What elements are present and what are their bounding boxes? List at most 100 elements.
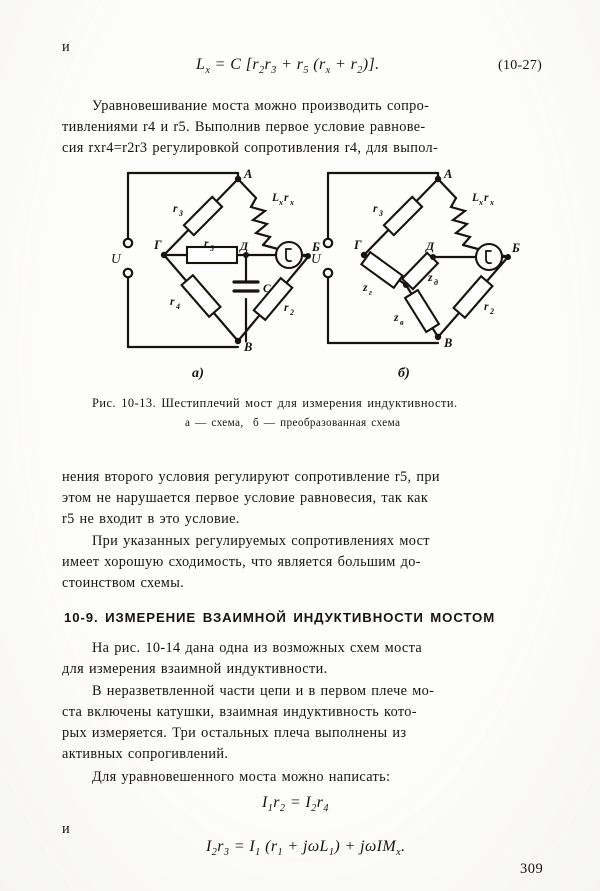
- paragraph-2-line-3: r5 не входит в это условие.: [62, 511, 240, 527]
- a-label-r4-sub: 4: [175, 302, 180, 311]
- b-branch-A-B-1: [436, 177, 458, 200]
- a-node-D: [243, 252, 249, 258]
- paragraph-2-line-2: этом не нарушается первое условие равнов…: [62, 490, 429, 506]
- a-label-node-D: Д: [239, 239, 249, 253]
- diagram-b: [322, 171, 511, 345]
- b-resistor-r3: [382, 195, 424, 237]
- a-inductor-Lx-rx: [249, 196, 272, 247]
- b-label-zD-sub: д: [434, 278, 438, 287]
- b-label-node-A: A: [443, 167, 452, 181]
- figure-label-a: а): [192, 366, 205, 381]
- b-label-zG: z: [362, 282, 368, 294]
- a-label-Lx: L: [271, 192, 279, 204]
- figure-label-b: б): [398, 366, 411, 381]
- paragraph-5-line-4: активных сопрогивлений.: [62, 746, 229, 762]
- a-terminal-bottom: [122, 267, 134, 279]
- b-label-r3-sub: 3: [378, 209, 383, 218]
- b-label-source-U: U: [311, 251, 322, 266]
- b-label-Lx-sub: x: [478, 198, 483, 207]
- a-label-r3-sub: 3: [178, 209, 183, 218]
- a-label-rx: r: [284, 192, 289, 204]
- b-label-zD: z: [427, 272, 433, 284]
- paragraph-3-line-2: имеет хорошую сходимость, что является б…: [62, 554, 421, 570]
- page-number: 309: [520, 861, 544, 877]
- a-resistor-r2: [252, 276, 294, 322]
- b-node-D: [430, 254, 436, 260]
- b-node-V: [434, 333, 442, 341]
- paragraph-4-line-1: На рис. 10-14 дана одна из возможных схе…: [92, 640, 423, 656]
- b-node-center: [403, 282, 409, 288]
- a-label-r5-sub: 5: [210, 244, 214, 253]
- b-label-rx-sub: x: [489, 198, 494, 207]
- figure-caption-main: Рис. 10-13. Шестиплечий мост для измерен…: [92, 396, 458, 410]
- a-label-C: C: [263, 283, 271, 295]
- mid-conjunction: и: [62, 821, 71, 837]
- b-label-rx: r: [484, 192, 489, 204]
- section-heading: 10-9. ИЗМЕРЕНИЕ ВЗАИМНОЙ ИНДУКТИВНОСТИ М…: [64, 610, 496, 625]
- a-node-V: [234, 337, 242, 345]
- diagram-a: [122, 171, 311, 349]
- figure-caption-sub: а — схема, б — преобразованная схема: [185, 417, 401, 429]
- paragraph-6-line-1: Для уравновешенного моста можно написать…: [92, 769, 391, 785]
- a-label-r5: r: [204, 238, 209, 250]
- b-label-node-V: В: [443, 336, 452, 350]
- b-label-r3: r: [373, 203, 378, 215]
- a-label-node-G: Г: [153, 238, 162, 252]
- a-node-B: [305, 253, 311, 259]
- a-galvanometer: [274, 240, 304, 270]
- a-resistor-r3: [182, 195, 224, 237]
- a-label-r3: r: [173, 203, 178, 215]
- equation-10-27-number: (10-27): [498, 58, 543, 73]
- a-label-Lx-sub: x: [278, 198, 283, 207]
- paragraph-3-line-1: При указанных регулируемых сопротивления…: [92, 533, 430, 549]
- paragraph-1-line-3: сия rxr4=r2r3 регулировкой сопротивления…: [62, 140, 439, 156]
- a-label-rx-sub: x: [289, 198, 294, 207]
- equation-balance-1: I1r2 = I2r4: [262, 794, 329, 815]
- a-label-r2: r: [284, 302, 289, 314]
- b-node-G: [360, 251, 368, 259]
- b-label-zV-sub: в: [400, 318, 404, 327]
- b-galvanometer: [474, 242, 504, 272]
- b-label-r2-sub: 2: [489, 307, 494, 316]
- a-resistor-r4: [180, 273, 222, 319]
- a-label-source-U: U: [111, 251, 122, 266]
- b-impedance-zG: [359, 250, 405, 290]
- b-label-zG-sub: г: [369, 288, 372, 297]
- paragraph-5-line-2: ста включены катушки, взаимная индуктивн…: [62, 704, 417, 720]
- paragraph-3-line-3: стоинством схемы.: [62, 575, 185, 591]
- a-galvanometer-glyph: [285, 248, 292, 263]
- paragraph-1-line-2: тивлениями r4 и r5. Выполнив первое усло…: [62, 119, 426, 135]
- b-inductor-Lx-rx: [449, 196, 472, 247]
- a-label-node-B: Б: [311, 240, 320, 254]
- equation-10-27: Lx = C [r2r3 + r5 (rx + r2)].: [196, 56, 380, 77]
- b-node-A: [434, 175, 442, 183]
- b-label-zV: z: [393, 312, 399, 324]
- b-node-B: [505, 254, 511, 260]
- a-node-A: [234, 175, 242, 183]
- paragraph-2-line-1: нения второго условия регулируют сопроти…: [62, 469, 440, 485]
- b-terminal-top: [322, 237, 334, 249]
- a-branch-A-B-1: [236, 177, 258, 200]
- a-label-r2-sub: 2: [289, 308, 294, 317]
- a-terminal-top: [122, 237, 134, 249]
- a-label-node-A: A: [243, 167, 252, 181]
- b-terminal-bottom: [322, 267, 334, 279]
- b-resistor-r2: [452, 274, 494, 320]
- b-impedance-zV: [403, 288, 441, 334]
- paragraph-5-line-1: В неразветвленной части цепи и в первом …: [92, 683, 435, 699]
- b-label-node-B: Б: [511, 241, 520, 255]
- equation-balance-2: I2r3 = I1 (r1 + jωL1) + jωIMx.: [206, 838, 406, 859]
- b-label-r2: r: [484, 301, 489, 313]
- paragraph-4-line-2: для измерения взаимной индуктивности.: [62, 661, 328, 677]
- b-label-Lx: L: [471, 192, 479, 204]
- paragraph-1-line-1: Уравновешивание моста можно производить …: [92, 98, 430, 114]
- b-label-node-G: Г: [353, 238, 362, 252]
- figure-10-13: A Б В Г Д U r 3 r 5 r 4 r 2 C L x r x: [60, 165, 540, 365]
- paragraph-5-line-3: рых измеряется. Три остальных плеча выпо…: [62, 725, 407, 741]
- b-galvanometer-glyph: [485, 250, 492, 265]
- b-label-node-D: Д: [425, 239, 435, 253]
- a-node-G: [160, 251, 168, 259]
- a-label-r4: r: [170, 296, 175, 308]
- lead-conjunction: и: [62, 39, 71, 55]
